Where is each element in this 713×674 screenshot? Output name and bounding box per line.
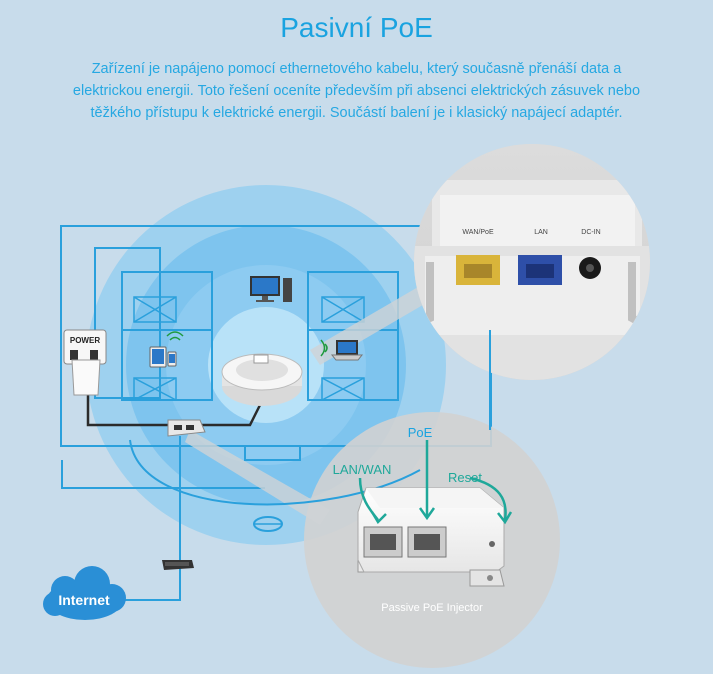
- poe-injector-device: [357, 487, 505, 587]
- lan-wan-label: LAN/WAN: [333, 462, 392, 477]
- desktop-computer-icon: [250, 276, 292, 302]
- page-title: Pasivní PoE: [280, 12, 433, 43]
- ethernet-cables: [86, 390, 262, 427]
- callout-arrows: [358, 440, 513, 525]
- lan-label: LAN: [534, 229, 548, 236]
- power-label: POWER: [70, 336, 100, 345]
- access-point-icon: [221, 353, 303, 406]
- window-markers: [133, 296, 365, 401]
- laptop-icon: [320, 339, 364, 361]
- internet-cloud-icon: [43, 566, 126, 620]
- tablet-phone-icon: [149, 331, 184, 368]
- internet-label: Internet: [58, 592, 110, 608]
- injector-label: Passive PoE Injector: [381, 602, 483, 614]
- wan-poe-label: WAN/PoE: [462, 229, 494, 236]
- page-description: Zařízení je napájeno pomocí ethernetovéh…: [72, 61, 641, 121]
- dc-in-label: DC-IN: [581, 229, 600, 236]
- power-adapter-icon: [63, 329, 107, 396]
- reset-label: Reset: [448, 470, 482, 485]
- poe-label: PoE: [408, 425, 433, 440]
- small-injector-icon: [167, 419, 206, 437]
- modem-icon: [162, 560, 194, 570]
